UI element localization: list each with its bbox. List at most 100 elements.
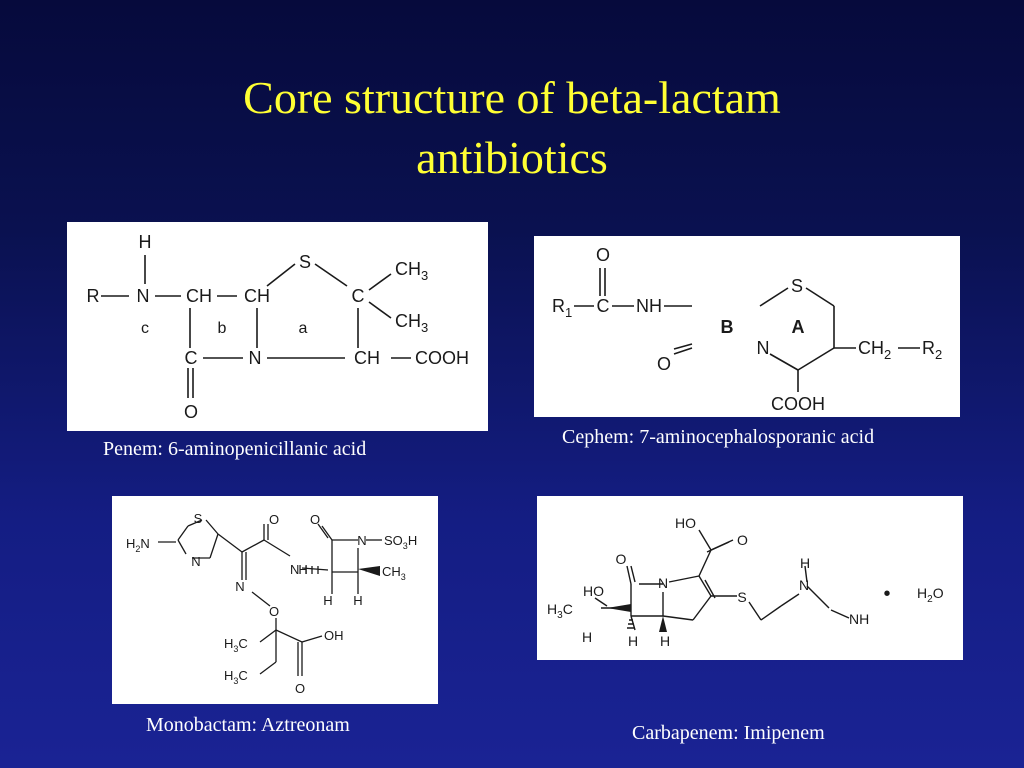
aztreonam-ch3-label: CH: [382, 564, 401, 579]
penem-ch3-bottom-label: CH: [395, 311, 421, 331]
imipenem-atom-h-b: H: [660, 633, 670, 649]
aztreonam-atom-n-oxime: N: [235, 579, 244, 594]
imipenem-group-ho-left: HO: [583, 583, 604, 599]
carbapenem-structure-diagram: HO O O N HO H3C H H H S N H NH • H2O: [547, 515, 944, 649]
aztreonam-atom-s: S: [194, 511, 203, 526]
aztreonam-group-h2n: H2N: [126, 536, 150, 554]
penem-ring-label-c: c: [141, 320, 149, 337]
imipenem-atom-o-lactam: O: [616, 551, 627, 567]
penem-ch3-top-label: CH: [395, 259, 421, 279]
cephem-atom-o-top: O: [596, 245, 610, 265]
aztreonam-atom-o-oxime: O: [269, 604, 279, 619]
aztreonam-atom-n-so3h: N: [357, 533, 366, 548]
penem-ring-label-b: b: [218, 320, 227, 337]
monobactam-structure-panel: S H2N N O O N SO3H NH CH3 H H N O H3C OH…: [112, 496, 438, 704]
aztreonam-h3c-bottom-subscript: 3: [233, 676, 238, 686]
cephem-group-r2: R2: [922, 338, 942, 362]
monobactam-structure-diagram: S H2N N O O N SO3H NH CH3 H H N O H3C OH…: [126, 511, 417, 696]
imipenem-nh-h: H: [800, 555, 810, 571]
imipenem-atom-o-acid: O: [737, 532, 748, 548]
aztreonam-h3c-bottom-c: C: [238, 668, 247, 683]
penem-atom-c-quaternary: C: [352, 286, 365, 306]
imipenem-atom-s: S: [737, 589, 746, 605]
imipenem-group-nh-bottom: NH: [849, 611, 869, 627]
penem-group-ch3-bottom: CH3: [395, 311, 428, 335]
cephem-group-r1: R1: [552, 296, 572, 320]
cephem-caption: Cephem: 7-aminocephalosporanic acid: [562, 426, 875, 448]
imipenem-group-ho-top: HO: [675, 515, 696, 531]
imipenem-h3c-subscript: 3: [557, 610, 563, 621]
imipenem-atom-n-ring: N: [658, 575, 668, 591]
monobactam-caption: Monobactam: Aztreonam: [146, 714, 350, 736]
aztreonam-h3c-top-subscript: 3: [233, 644, 238, 654]
penem-atom-h: H: [139, 232, 152, 252]
penem-ch3-bottom-subscript: 3: [421, 320, 428, 335]
aztreonam-h2n-subscript: 2: [135, 544, 140, 554]
cephem-ch2-subscript: 2: [884, 347, 891, 362]
aztreonam-atom-h-right: H: [353, 593, 362, 608]
aztreonam-h2n-n: N: [140, 536, 149, 551]
penem-caption: Penem: 6-aminopenicillanic acid: [103, 438, 367, 460]
imipenem-hydrate-dot: •: [883, 583, 890, 605]
penem-atom-s: S: [299, 252, 311, 272]
imipenem-h2o-subscript: 2: [927, 594, 933, 605]
imipenem-atom-h-a: H: [628, 633, 638, 649]
slide-title: Core structure of beta-lactam antibiotic…: [0, 68, 1024, 188]
slide-title-line-2: antibiotics: [416, 132, 608, 183]
cephem-group-cooh: COOH: [771, 394, 825, 414]
penem-structure-panel: H R N CH CH S C CH3 CH3 C N CH COOH O c …: [67, 222, 488, 431]
penem-atom-c-carbonyl: C: [185, 348, 198, 368]
imipenem-nh-n: N: [799, 577, 809, 593]
cephem-group-nh: NH: [636, 296, 662, 316]
aztreonam-h3c-top-c: C: [238, 636, 247, 651]
aztreonam-so3h-h: H: [408, 533, 417, 548]
aztreonam-atom-o-bottom: O: [295, 681, 305, 696]
cephem-structure-diagram: O R1 C NH S B A N O CH2 R2 COOH: [552, 245, 942, 414]
aztreonam-atom-o-ring: O: [310, 512, 320, 527]
penem-ch3-top-subscript: 3: [421, 268, 428, 283]
aztreonam-atom-o-top: O: [269, 512, 279, 527]
aztreonam-h3c-bottom-h: H: [224, 668, 233, 683]
cephem-ring-label-b: B: [721, 317, 734, 337]
aztreonam-group-h3c-top: H3C: [224, 636, 248, 654]
penem-group-ch3-top: CH3: [395, 259, 428, 283]
carbapenem-structure-panel: HO O O N HO H3C H H H S N H NH • H2O: [537, 496, 963, 660]
imipenem-group-nh: N: [799, 577, 809, 593]
penem-atom-ch-a: CH: [186, 286, 212, 306]
aztreonam-atom-h-left: H: [323, 593, 332, 608]
penem-ring-label-a: a: [299, 320, 308, 337]
cephem-ring-label-a: A: [792, 317, 805, 337]
slide-title-line-1: Core structure of beta-lactam: [243, 72, 781, 123]
penem-atom-o: O: [184, 402, 198, 422]
aztreonam-group-ch3: CH3: [382, 564, 406, 582]
aztreonam-nh-h: H: [298, 562, 307, 577]
cephem-r1-subscript: 1: [565, 305, 572, 320]
penem-atom-ch-c: CH: [354, 348, 380, 368]
cephem-atom-n: N: [757, 338, 770, 358]
aztreonam-h3c-top-h: H: [224, 636, 233, 651]
cephem-r2-label: R: [922, 338, 935, 358]
imipenem-group-h2o: H2O: [917, 585, 944, 605]
penem-group-cooh: COOH: [415, 348, 469, 368]
aztreonam-atom-n-ring: N: [191, 554, 200, 569]
cephem-r2-subscript: 2: [935, 347, 942, 362]
aztreonam-h2n-h: H: [126, 536, 135, 551]
aztreonam-so3h-so: SO: [384, 533, 403, 548]
aztreonam-group-oh: OH: [324, 628, 344, 643]
aztreonam-group-h3c-bottom: H3C: [224, 668, 248, 686]
imipenem-group-h3c: H3C: [547, 601, 573, 621]
aztreonam-group-so3h: SO3H: [384, 533, 417, 551]
penem-atom-r: R: [87, 286, 100, 306]
cephem-atom-c: C: [597, 296, 610, 316]
cephem-atom-s: S: [791, 276, 803, 296]
imipenem-atom-h-stereo: H: [582, 629, 592, 645]
cephem-ch2-label: CH: [858, 338, 884, 358]
penem-atom-n1: N: [137, 286, 150, 306]
imipenem-h2o-h: H: [917, 585, 927, 601]
aztreonam-group-nh: NH: [290, 562, 308, 577]
cephem-r1-label: R: [552, 296, 565, 316]
imipenem-h3c-c: C: [563, 601, 573, 617]
cephem-atom-o-left: O: [657, 354, 671, 374]
aztreonam-so3h-subscript: 3: [403, 541, 408, 551]
carbapenem-caption: Carbapenem: Imipenem: [632, 722, 825, 744]
